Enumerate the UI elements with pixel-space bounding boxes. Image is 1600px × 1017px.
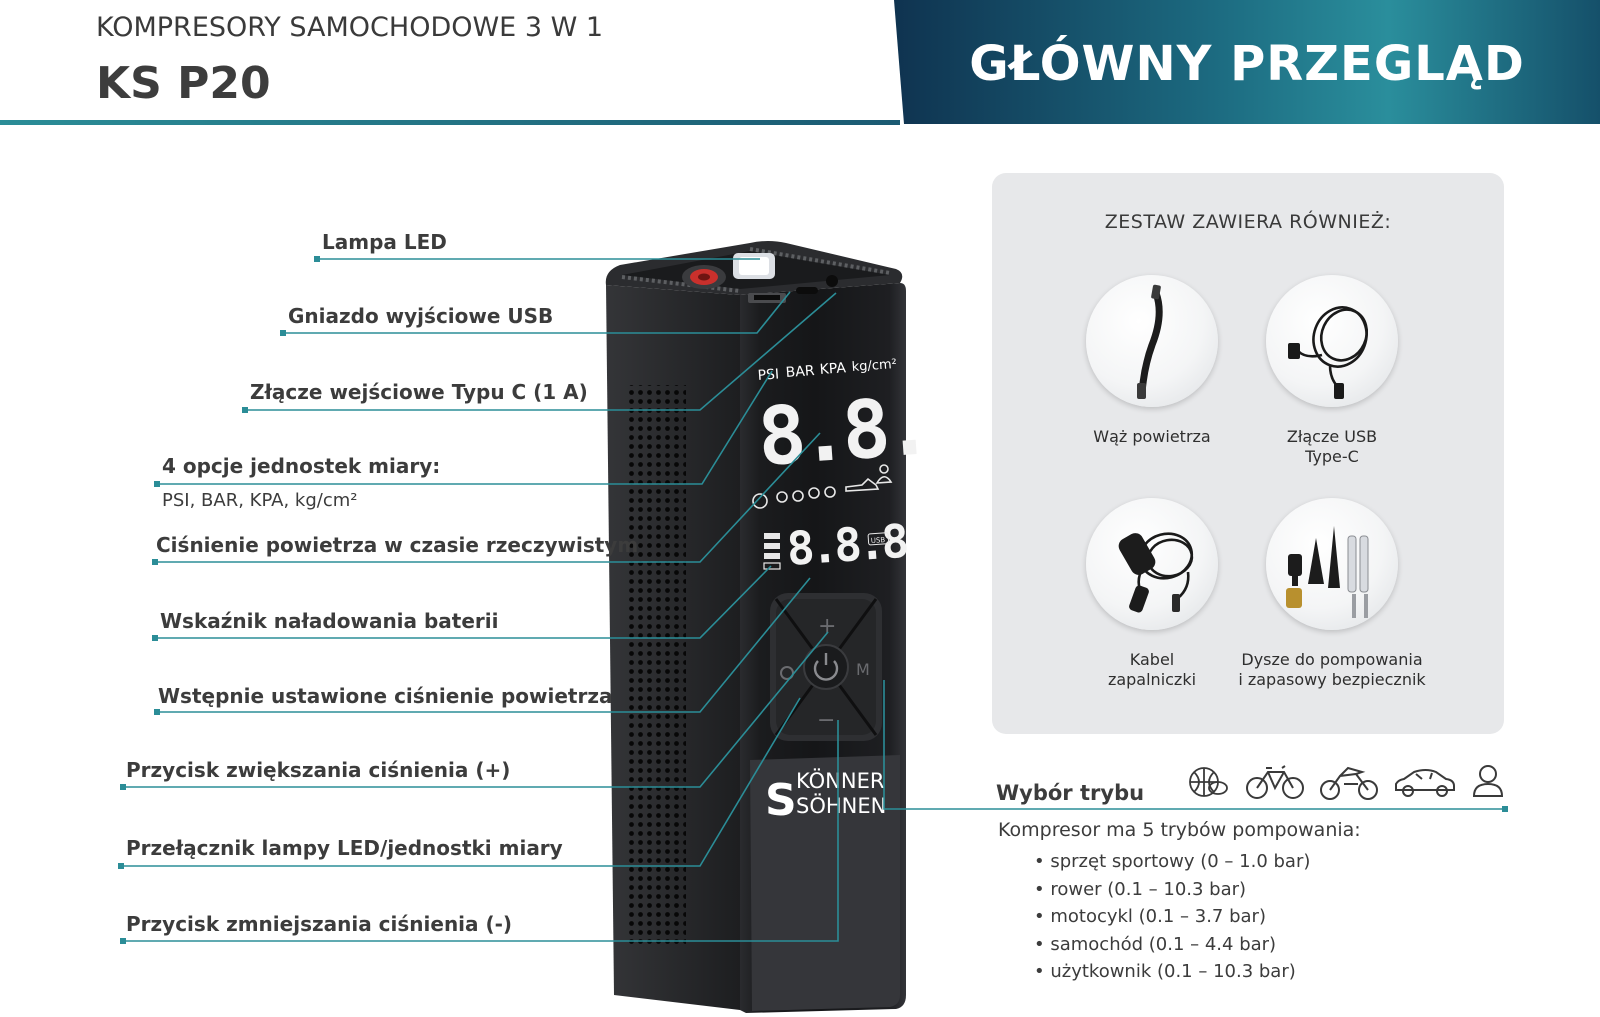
power-button[interactable] <box>803 644 849 690</box>
kit-item-usb-cable-label: Złącze USB Type-C <box>1286 427 1378 466</box>
callout-realtime-pressure: Ciśnienie powietrza w czasie rzeczywisty… <box>156 533 639 557</box>
callout-units-list: PSI, BAR, KPA, kg/cm² <box>162 490 358 511</box>
type-c-port <box>796 287 818 294</box>
brand-mark: S <box>765 775 797 826</box>
mode-item-sport: sprzęt sportowy (0 – 1.0 bar) <box>1034 848 1310 876</box>
lighter-cable-icon <box>1086 498 1218 630</box>
ball-icon <box>1189 767 1228 797</box>
banner: GŁÓWNY PRZEGLĄD <box>894 0 1600 124</box>
compressor-device: PSI BAR KPA kg/cm² 8.8.8 8.8.8 USB + − <box>605 241 930 1013</box>
preset-pressure-readout: 8.8.8 <box>785 514 908 576</box>
callout-usb-output: Gniazdo wyjściowe USB <box>288 304 554 328</box>
brand-logo: S KÖNNER SÖHNEN <box>765 768 886 826</box>
brand-panel <box>750 755 900 1011</box>
nozzles-icon <box>1266 498 1398 630</box>
control-pad[interactable]: + − M <box>770 593 882 741</box>
mode-description: Kompresor ma 5 trybów pompowania: <box>998 819 1361 841</box>
callout-type-c-input: Złącze wejściowe Typu C (1 A) <box>250 380 588 404</box>
kit-title: ZESTAW ZAWIERA RÓWNIEŻ: <box>1104 211 1392 233</box>
mode-item-user: użytkownik (0.1 – 10.3 bar) <box>1034 958 1310 986</box>
callout-led-unit-switch: Przełącznik lampy LED/jednostki miary <box>126 836 563 860</box>
kit-item-usb-cable: Złącze USB Type-C <box>1232 275 1432 467</box>
callout-minus-button: Przycisk zmniejszania ciśnienia (-) <box>126 912 513 936</box>
mode-item-car: samochód (0.1 – 4.4 bar) <box>1034 931 1310 959</box>
brand-line-2: SÖHNEN <box>796 793 886 818</box>
lcd-display: PSI BAR KPA kg/cm² 8.8.8 8.8.8 USB <box>752 357 930 576</box>
callout-led-lamp: Lampa LED <box>322 230 447 254</box>
kit-item-hose: Wąż powietrza <box>1052 275 1252 447</box>
mode-selection-title: Wybór trybu <box>996 781 1145 805</box>
unit-bar: BAR <box>785 363 815 381</box>
battery-indicator <box>763 533 781 570</box>
kit-item-hose-label: Wąż powietrza <box>1093 427 1211 446</box>
callout-plus-button: Przycisk zwiększania ciśnienia (+) <box>126 758 511 782</box>
header: KOMPRESORY SAMOCHODOWE 3 W 1 KS P20 GŁÓW… <box>0 0 1600 128</box>
user-icon <box>1472 765 1504 797</box>
header-divider <box>0 120 900 125</box>
kit-item-nozzles-label: Dysze do pompowania i zapasowy bezpieczn… <box>1238 650 1426 689</box>
brand-line-1: KÖNNER <box>796 768 884 793</box>
minus-button[interactable]: − <box>817 708 835 733</box>
unit-kpa: KPA <box>819 360 847 378</box>
mode-button[interactable]: M <box>856 660 870 679</box>
model-name: KS P20 <box>96 58 271 109</box>
main-pressure-readout: 8.8.8 <box>755 376 930 484</box>
plus-button[interactable]: + <box>818 614 836 639</box>
banner-title: GŁÓWNY PRZEGLĄD <box>969 36 1525 92</box>
usb-cable-icon <box>1266 275 1398 407</box>
kit-item-nozzles: Dysze do pompowania i zapasowy bezpieczn… <box>1232 498 1432 690</box>
vent-grille <box>626 385 686 945</box>
banner-background <box>894 0 1600 124</box>
car-icon <box>1395 769 1455 797</box>
kit-item-lighter-cable-label: Kabel zapalniczki <box>1107 650 1197 689</box>
unit-kgcm2: kg/cm² <box>851 357 897 375</box>
usb-badge: USB <box>871 536 886 545</box>
callout-units: 4 opcje jednostek miary: <box>162 454 441 478</box>
mode-list: sprzęt sportowy (0 – 1.0 bar) rower (0.1… <box>1034 848 1310 986</box>
kit-contents-box: ZESTAW ZAWIERA RÓWNIEŻ: Wąż powietrza <box>992 173 1504 734</box>
kit-item-lighter-cable: Kabel zapalniczki <box>1052 498 1252 690</box>
product-category: KOMPRESORY SAMOCHODOWE 3 W 1 <box>96 12 604 43</box>
callout-battery: Wskaźnik naładowania baterii <box>160 609 499 633</box>
led-unit-button[interactable] <box>780 666 794 680</box>
mode-item-bicycle: rower (0.1 – 10.3 bar) <box>1034 876 1310 904</box>
motorcycle-icon <box>1320 766 1378 800</box>
mode-item-motorcycle: motocykl (0.1 – 3.7 bar) <box>1034 903 1310 931</box>
callout-preset-pressure: Wstępnie ustawione ciśnienie powietrza <box>158 684 613 708</box>
bicycle-icon <box>1246 765 1304 799</box>
air-hose-icon <box>1086 275 1218 407</box>
display-mode-icons <box>752 464 893 509</box>
